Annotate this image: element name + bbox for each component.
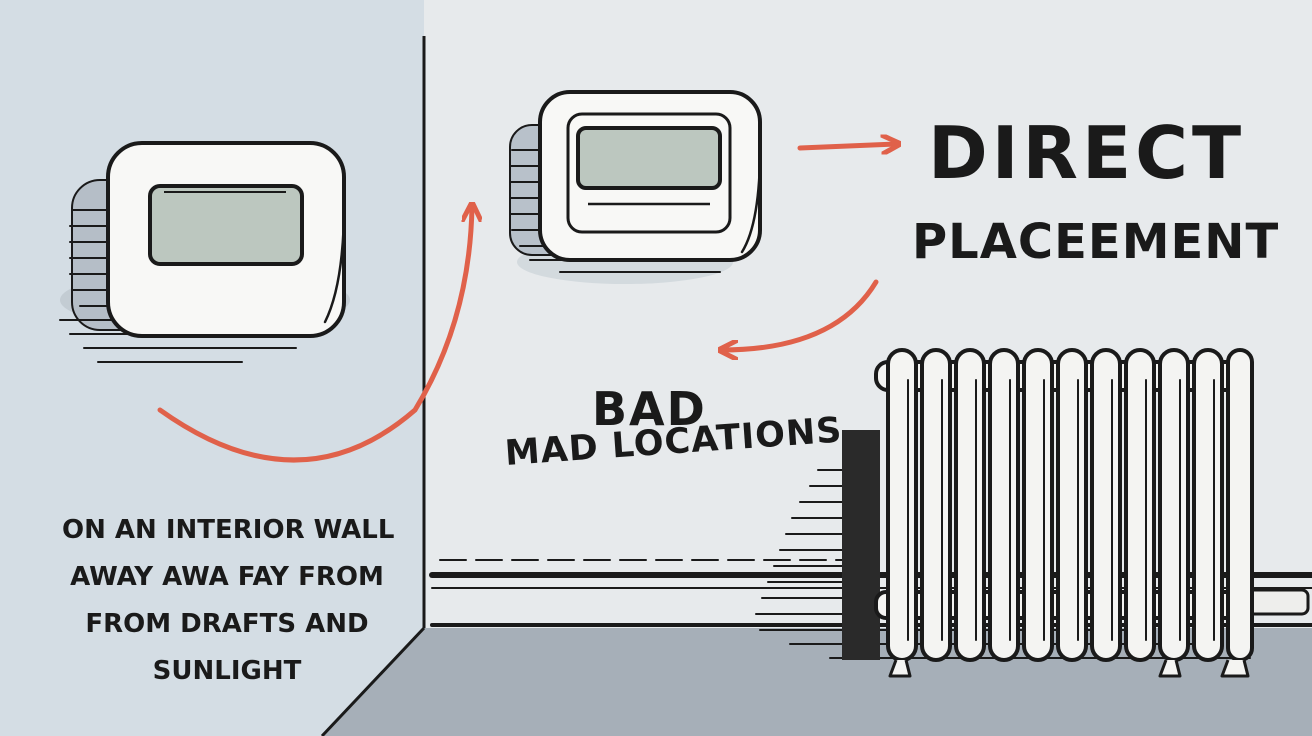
- note-line: ON AN INTERIOR WALL: [62, 515, 395, 545]
- radiator-icon: [755, 348, 1310, 678]
- left-thermostat: [59, 141, 350, 363]
- flow-arrows: [157, 144, 897, 463]
- note-line: FROM DRAFTS AND: [85, 609, 369, 639]
- arrow-icon: [157, 206, 472, 463]
- interior-wall-note: ON AN INTERIOR WALL AWAY AWA FAY FROM FR…: [62, 507, 395, 695]
- placement-label: PLACEEMENT: [912, 214, 1280, 270]
- thermostat-icon: [59, 141, 350, 363]
- note-line: SUNLIGHT: [152, 656, 302, 686]
- floor-corner-line: [320, 626, 426, 736]
- radiator: [755, 348, 1310, 678]
- note-line: AWAY AWA FAY FROM: [70, 562, 384, 592]
- direct-label: DIRECT: [928, 111, 1246, 195]
- thermostat-icon: [509, 90, 762, 284]
- right-thermostat: [509, 90, 762, 284]
- arrow-icon: [797, 144, 897, 148]
- arrow-icon: [722, 279, 879, 350]
- bad-label: BAD: [592, 382, 707, 436]
- left-wall: [0, 0, 424, 736]
